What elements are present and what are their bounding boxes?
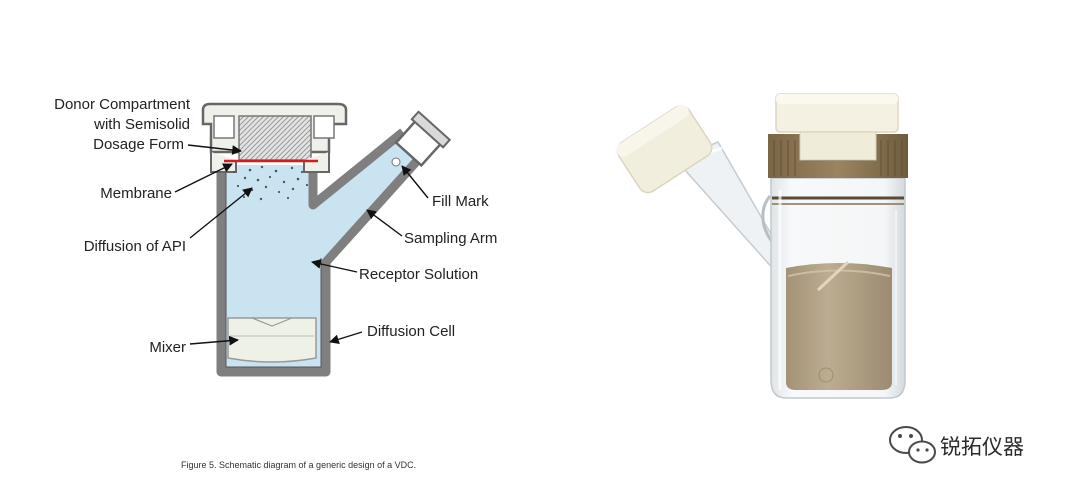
side-arm-cap	[616, 104, 713, 194]
label-membrane: Membrane	[100, 185, 172, 202]
label-fill-mark: Fill Mark	[432, 193, 489, 210]
label-donor-line1: Donor Compartment	[54, 96, 191, 113]
leader-arrows	[174, 144, 429, 346]
figure-caption: Figure 5. Schematic diagram of a generic…	[181, 460, 416, 470]
mixer-stir-bar	[227, 317, 317, 363]
donor-compartment	[201, 102, 348, 173]
receptor-solution-region	[221, 132, 425, 372]
fill-mark-dot	[391, 157, 401, 167]
label-diffusion-of-api: Diffusion of API	[84, 238, 186, 255]
sampling-arm-wall	[308, 128, 406, 210]
vdc-photo	[616, 93, 908, 399]
wechat-icon	[889, 426, 936, 464]
label-receptor-solution: Receptor Solution	[359, 266, 478, 283]
watermark: 锐拓仪器	[889, 426, 1024, 464]
label-donor-line2: with Semisolid	[93, 116, 190, 133]
diffusion-cell-wall	[216, 148, 429, 377]
label-diffusion-cell: Diffusion Cell	[367, 323, 455, 340]
label-mixer: Mixer	[149, 339, 186, 356]
sampling-arm-cap	[394, 110, 452, 168]
label-sampling-arm: Sampling Arm	[404, 230, 497, 247]
watermark-text: 锐拓仪器	[940, 436, 1024, 459]
label-donor-line3: Dosage Form	[93, 136, 184, 153]
vdc-schematic: Donor Compartment with Semisolid Dosage …	[54, 96, 497, 470]
vial-body	[770, 177, 906, 399]
vial-top-cap	[775, 93, 899, 161]
